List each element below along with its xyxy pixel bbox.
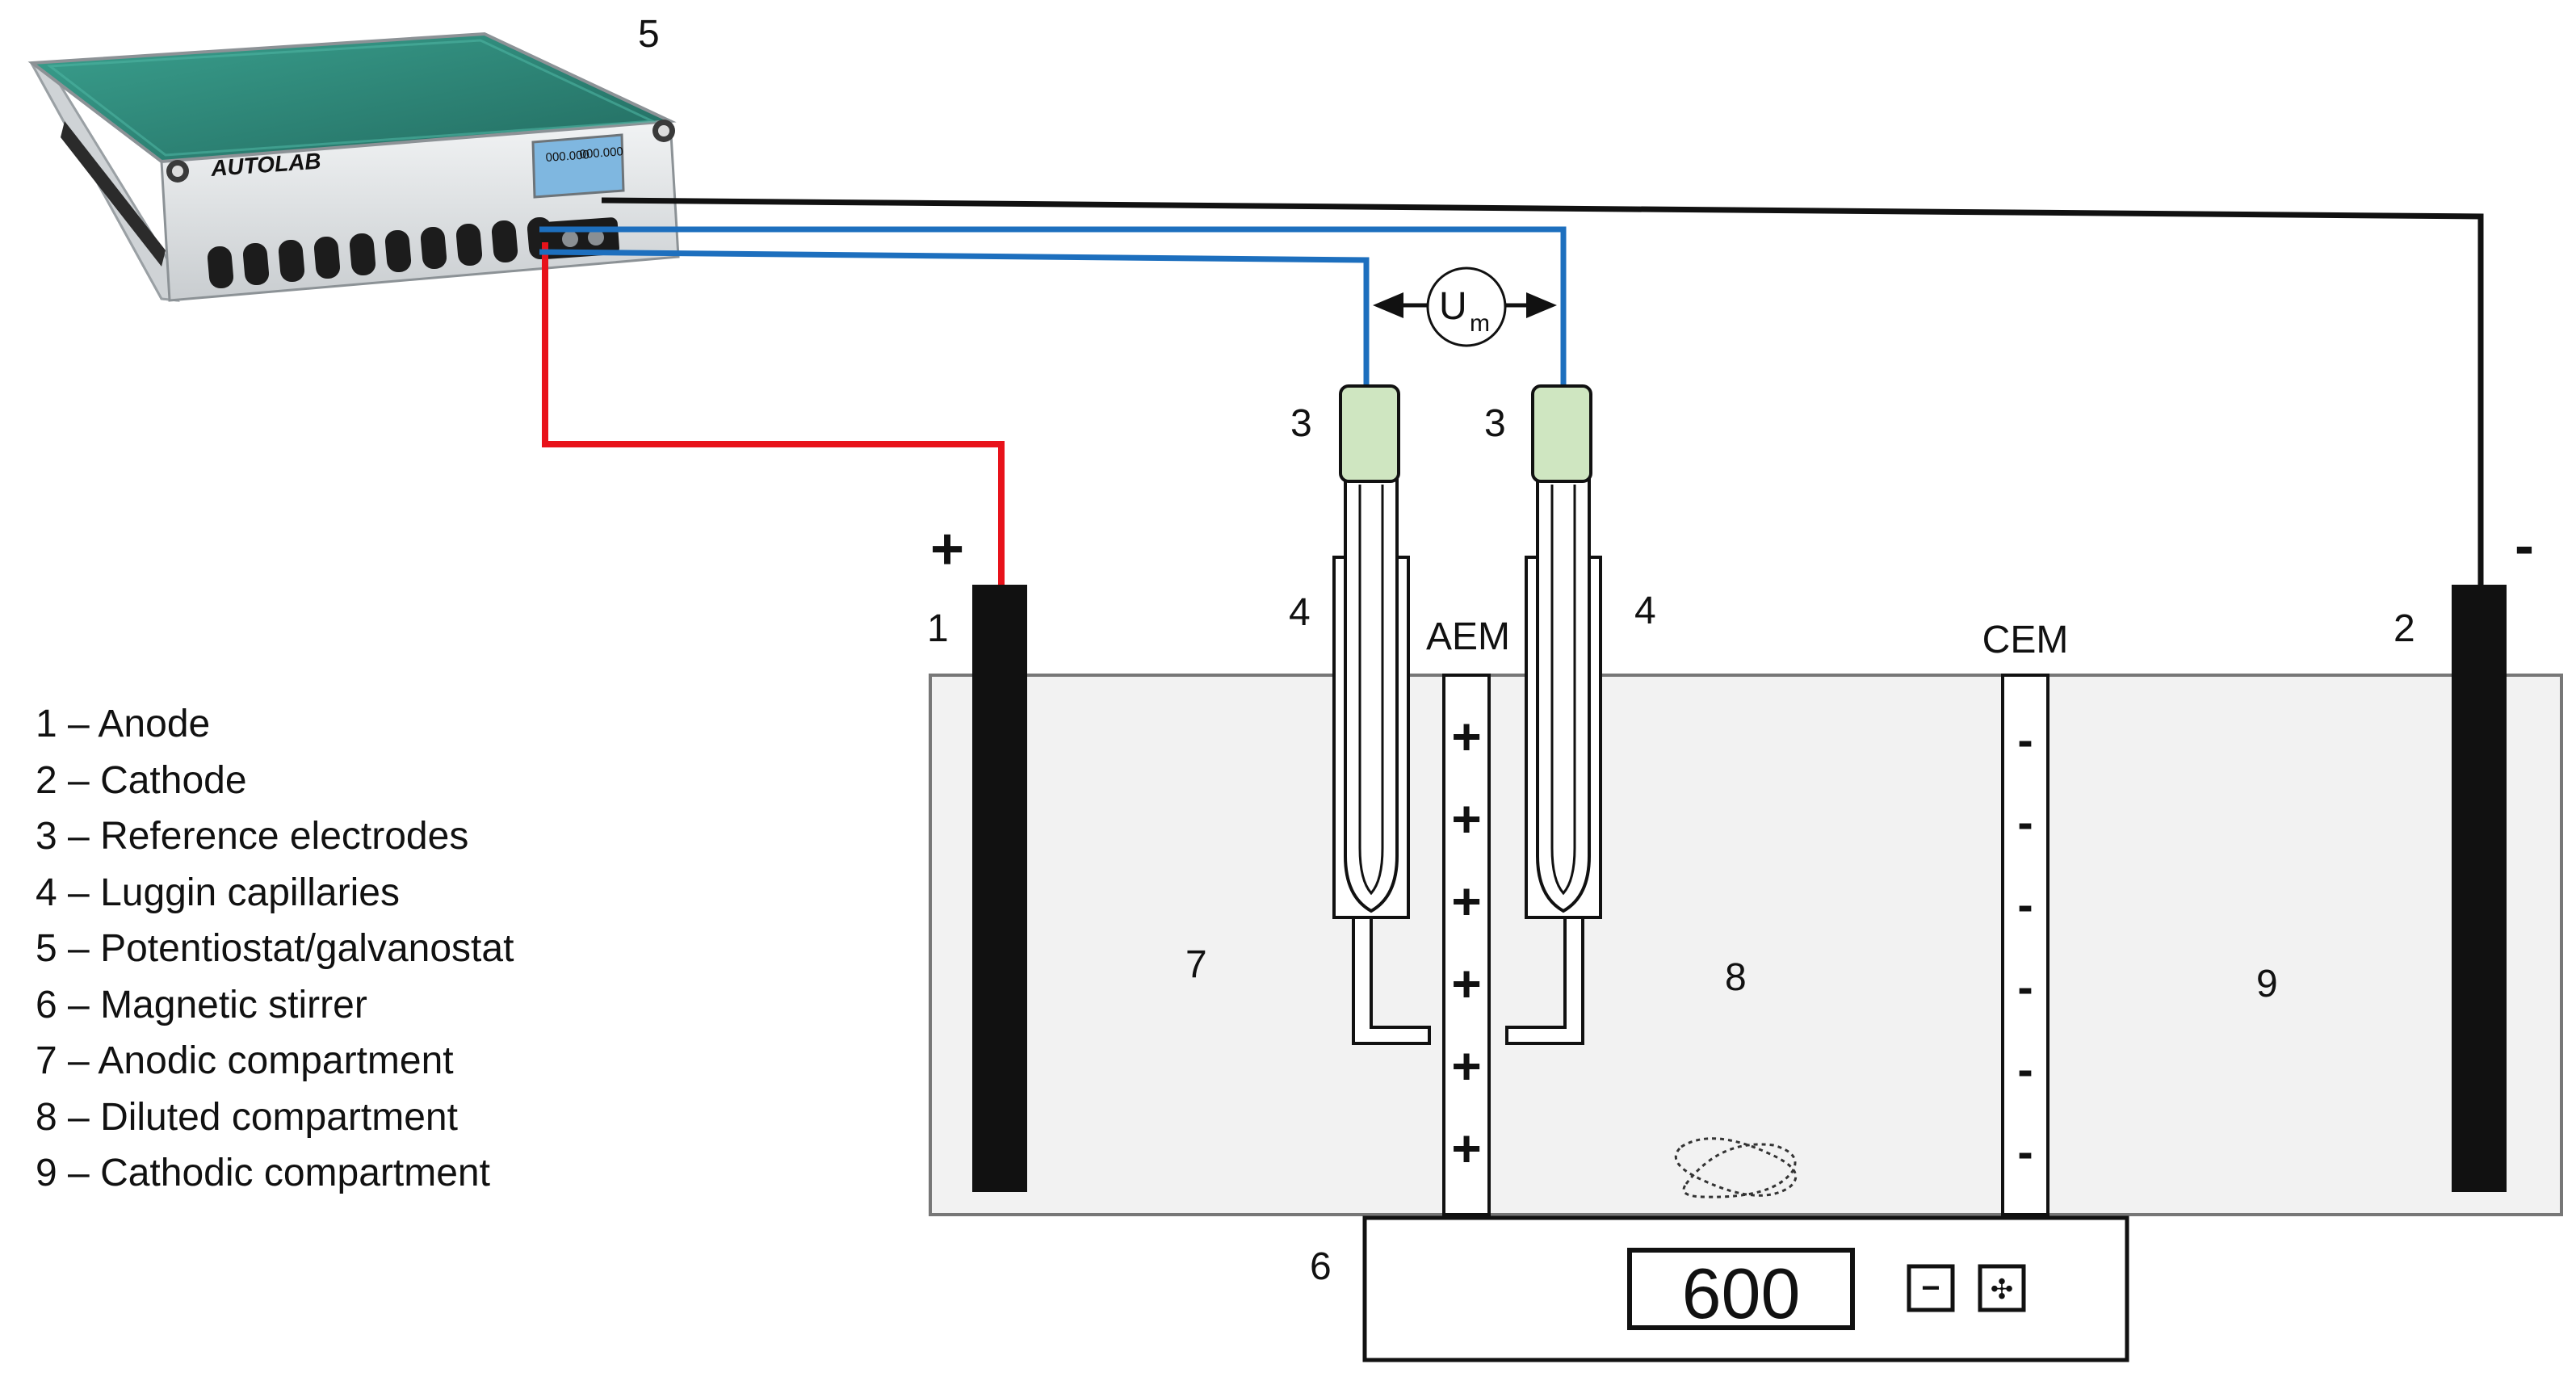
magnetic-stirrer: 600 − ✣ — [1362, 1215, 2129, 1362]
aem-charge: + — [1451, 707, 1481, 766]
device-number: 5 — [638, 13, 660, 56]
cation-exchange-membrane — [2001, 674, 2049, 1216]
anode-wire — [542, 242, 1005, 586]
stirrer-display-value: 600 — [1682, 1253, 1801, 1333]
device-display: 000.000 000.000 — [531, 133, 625, 199]
cem-charge: - — [2017, 796, 2033, 849]
legend-item: 9 – Cathodic compartment — [36, 1152, 490, 1194]
cathode-number: 2 — [2393, 607, 2415, 650]
voltage-subscript: m — [1470, 310, 1490, 337]
reference-electrode-tip — [1339, 384, 1400, 483]
aem-charge: + — [1451, 872, 1481, 930]
stir-bar — [1674, 1137, 1798, 1198]
cem-charge: - — [2017, 961, 2033, 1014]
cem-charge: - — [2017, 714, 2033, 766]
luggin-right-number: 4 — [1634, 590, 1656, 632]
anodic-compartment-number: 7 — [1185, 943, 1207, 986]
stirrer-display — [1627, 1248, 1855, 1330]
aem-charge: + — [1451, 1037, 1481, 1095]
legend-item: 4 – Luggin capillaries — [36, 871, 400, 914]
legend-item: 6 – Magnetic stirrer — [36, 983, 367, 1026]
reference-wire-right — [539, 226, 1567, 389]
legend-item: 2 – Cathode — [36, 758, 247, 802]
membrane-voltage: U m — [1373, 267, 1557, 347]
reference-electrode-tip — [1531, 384, 1592, 483]
potentiostat-device: AUTOLAB 000.000 000.000 — [27, 31, 680, 302]
cem-charge: - — [2017, 1126, 2033, 1178]
aem-label: AEM — [1426, 615, 1510, 658]
cem-charge: - — [2017, 879, 2033, 931]
legend-item: 3 – Reference electrodes — [36, 815, 469, 858]
legend-item: 7 – Anodic compartment — [36, 1039, 454, 1082]
minus-icon: − — [1921, 1270, 1940, 1306]
reference-electrode-left-number: 3 — [1290, 402, 1312, 445]
electrolyte-bath — [929, 674, 2563, 1216]
legend-item: 8 – Diluted compartment — [36, 1095, 458, 1139]
diluted-compartment-number: 8 — [1725, 956, 1747, 999]
legend: 1 – Anode 2 – Cathode 3 – Reference elec… — [36, 696, 514, 1202]
device-connectors — [207, 216, 554, 289]
stirrer-minus-button[interactable] — [1907, 1264, 1955, 1312]
cem-charge: - — [2017, 1043, 2033, 1096]
reference-wire-left — [539, 249, 1370, 389]
device-display-right: 000.000 — [579, 145, 623, 162]
cem-charges: - - - - - - — [2017, 714, 2033, 1178]
cem-label: CEM — [1982, 619, 2069, 661]
legend-item: 1 – Anode — [36, 703, 211, 745]
cathodic-compartment-number: 9 — [2256, 963, 2278, 1005]
luggin-left-number: 4 — [1289, 591, 1311, 634]
cathode — [2452, 585, 2507, 1192]
voltage-symbol: U — [1439, 285, 1467, 328]
stirrer-speed-button[interactable] — [1978, 1264, 2026, 1312]
cathode-sign: - — [2515, 514, 2534, 578]
aem-charge: + — [1451, 1119, 1481, 1177]
aem-charge: + — [1451, 955, 1481, 1013]
fan-icon: ✣ — [1991, 1274, 2014, 1305]
anode-number: 1 — [927, 607, 949, 650]
aem-charge: + — [1451, 790, 1481, 848]
reference-electrode-right — [1531, 384, 1592, 913]
anode — [972, 585, 1027, 1192]
stirrer-number: 6 — [1310, 1245, 1332, 1288]
anode-sign: + — [930, 517, 964, 581]
aem-charges: + + + + + + — [1451, 707, 1481, 1177]
anion-exchange-membrane — [1442, 674, 1491, 1216]
cathode-wire — [601, 197, 2484, 586]
device-display-left: 000.000 — [545, 148, 589, 165]
reference-electrode-left — [1339, 384, 1400, 913]
legend-item: 5 – Potentiostat/galvanostat — [36, 927, 514, 970]
reference-electrode-right-number: 3 — [1484, 402, 1506, 445]
